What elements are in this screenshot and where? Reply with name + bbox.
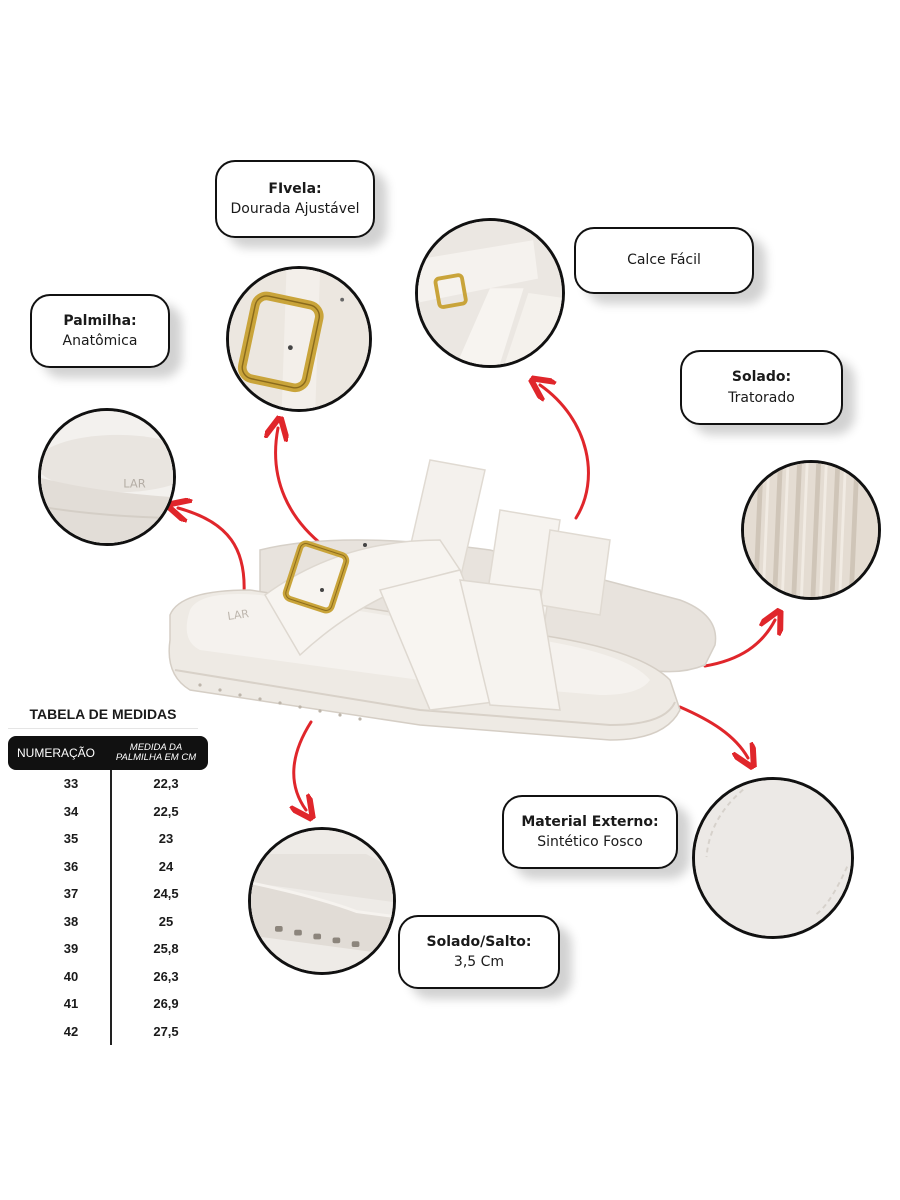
tread-texture-icon	[744, 463, 878, 597]
detail-circle-material	[692, 777, 854, 939]
callout-value: Tratorado	[728, 389, 795, 406]
callout-title: Material Externo:	[521, 813, 659, 830]
callout-value: Anatômica	[62, 333, 138, 349]
insole-detail-icon: LAR	[41, 411, 173, 543]
table-row: 40 26,3	[8, 963, 208, 991]
table-row: 39 25,8	[8, 935, 208, 963]
cm-cell: 24	[158, 858, 174, 874]
svg-text:LAR: LAR	[123, 477, 145, 491]
size-cell: 38	[63, 913, 79, 929]
cm-cell: 25	[158, 913, 174, 929]
callout-solado: Solado: Tratorado	[680, 350, 843, 425]
sandal-icon: LAR	[168, 459, 717, 741]
callout-calce-facil: Calce Fácil	[574, 227, 754, 294]
detail-circle-buckle	[226, 266, 372, 412]
callout-solado-salto: Solado/Salto: 3,5 Cm	[398, 915, 560, 989]
callout-value: Dourada Ajustável	[230, 201, 360, 217]
header-medida-line2: PALMILHA EM CM	[115, 752, 197, 763]
cm-cell: 25,8	[153, 941, 179, 957]
table-row: 38 25	[8, 908, 208, 936]
callout-title: Solado/Salto:	[426, 933, 532, 950]
product-sandal-image: LAR	[160, 440, 720, 770]
header-medida: MEDIDA DA PALMILHA EM CM	[104, 743, 208, 763]
table-row: 36 24	[8, 853, 208, 881]
size-cell: 41	[63, 996, 79, 1012]
header-numeracao: NUMERAÇÃO	[16, 746, 95, 760]
size-cell: 33	[63, 776, 79, 792]
size-chart-title: TABELA DE MEDIDAS	[8, 706, 198, 729]
size-cell: 34	[63, 803, 79, 819]
cm-cell: 26,9	[153, 996, 179, 1012]
size-cell: 39	[63, 941, 79, 957]
cm-cell: 23	[158, 831, 174, 847]
size-cell: 35	[63, 831, 79, 847]
cm-cell: 24,5	[153, 886, 179, 902]
size-cell: 40	[63, 968, 79, 984]
callout-value: 3,5 Cm	[453, 954, 505, 970]
cm-cell: 22,3	[153, 776, 179, 792]
detail-circle-upper	[415, 218, 565, 368]
callout-value: Sintético Fosco	[537, 834, 643, 850]
table-row: 33 22,3	[8, 770, 208, 798]
cm-cell: 27,5	[153, 1023, 179, 1039]
svg-text:LAR: LAR	[227, 607, 251, 623]
table-row: 37 24,5	[8, 880, 208, 908]
material-texture-icon	[695, 780, 851, 936]
callout-title: FIvela:	[268, 180, 322, 197]
callout-title: Palmilha:	[63, 312, 137, 329]
callout-palmilha: Palmilha: Anatômica	[30, 294, 170, 368]
size-chart-header: NUMERAÇÃO MEDIDA DA PALMILHA EM CM	[8, 736, 208, 770]
buckle-detail-icon	[229, 269, 369, 409]
table-row: 34 22,5	[8, 798, 208, 826]
heel-sole-icon	[251, 830, 393, 972]
detail-circle-insole: LAR	[38, 408, 176, 546]
upper-straps-icon	[418, 221, 562, 365]
callout-value: Calce Fácil	[627, 252, 701, 269]
table-row: 35 23	[8, 825, 208, 853]
callout-material-externo: Material Externo: Sintético Fosco	[502, 795, 678, 869]
cm-cell: 26,3	[153, 968, 179, 984]
detail-circle-heel	[248, 827, 396, 975]
size-cell: 36	[63, 858, 79, 874]
detail-circle-tread	[741, 460, 881, 600]
callout-title: Solado:	[731, 369, 792, 386]
table-row: 42 27,5	[8, 1018, 208, 1046]
size-chart-rows: 33 22,3 34 22,5 35 23 36 24 37 24,5 38 25 39 25…	[8, 770, 208, 1045]
table-row: 41 26,9	[8, 990, 208, 1018]
size-cell: 42	[63, 1023, 79, 1039]
header-medida-line1: MEDIDA DA	[129, 742, 183, 754]
callout-fivela: FIvela: Dourada Ajustável	[215, 160, 375, 238]
cm-cell: 22,5	[153, 803, 179, 819]
size-cell: 37	[63, 886, 79, 902]
size-chart: TABELA DE MEDIDAS NUMERAÇÃO MEDIDA DA PA…	[8, 706, 218, 1045]
